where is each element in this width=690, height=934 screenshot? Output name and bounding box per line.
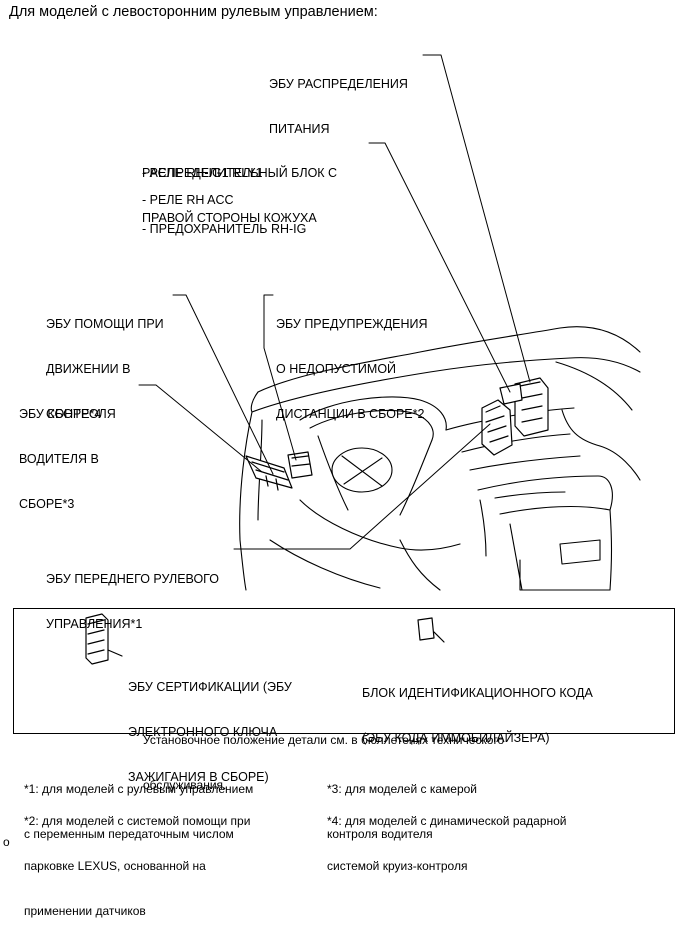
distance-warning-ecu-label: ЭБУ ПРЕДУПРЕЖДЕНИЯ О НЕДОПУСТИМОЙ ДИСТАН… [276, 317, 428, 421]
parking-assist-ecu-label: ЭБУ ПОМОЩИ ПРИ ДВИЖЕНИИ В СБОРЕ*4 [46, 317, 164, 421]
legend-icons [85, 613, 445, 665]
component-drawings [245, 377, 549, 491]
driver-monitor-ecu-label: ЭБУ КОНТРОЛЯ ВОДИТЕЛЯ В СБОРЕ*3 [19, 407, 116, 511]
footnote-4: *4: для моделей с динамической радарной … [327, 814, 567, 873]
leader-lines [138, 54, 531, 550]
junction-item-relay-rh-ig1: - РЕЛЕ RH-IG1 RLY1 [142, 166, 263, 180]
dashboard-location-diagram [85, 54, 641, 665]
legend-box [13, 608, 675, 734]
front-steering-ecu-label: ЭБУ ПЕРЕДНЕГО РУЛЕВОГО УПРАВЛЕНИЯ*1 [46, 572, 219, 631]
installation-note: Установочное положение детали см. в бюлл… [143, 733, 505, 792]
junction-item-relay-rh-acc: - РЕЛЕ RH ACC [142, 193, 234, 207]
corner-mark: o [3, 835, 10, 849]
power-distribution-ecu-label: ЭБУ РАСПРЕДЕЛЕНИЯ ПИТАНИЯ [269, 77, 408, 136]
junction-block-label: РАСПРЕДЕЛИТЕЛЬНЫЙ БЛОК С ПРАВОЙ СТОРОНЫ … [142, 166, 338, 225]
footnote-3: *3: для моделей с камерой контроля водит… [327, 782, 477, 841]
footnote-1: *1: для моделей с рулевым управлением с … [24, 782, 254, 841]
instrument-panel-drawing [239, 326, 641, 591]
page-heading: Для моделей с левосторонним рулевым упра… [9, 4, 378, 20]
id-code-box-label: БЛОК ИДЕНТИФИКАЦИОННОГО КОДА (ЭБУ КОДА И… [362, 686, 593, 745]
junction-item-fuse-rh-ig: - ПРЕДОХРАНИТЕЛЬ RH-IG [142, 222, 307, 236]
certification-ecu-label: ЭБУ СЕРТИФИКАЦИИ (ЭБУ ЭЛЕКТРОННОГО КЛЮЧА… [128, 680, 292, 784]
footnote-2: *2: для моделей с системой помощи при па… [24, 814, 251, 918]
